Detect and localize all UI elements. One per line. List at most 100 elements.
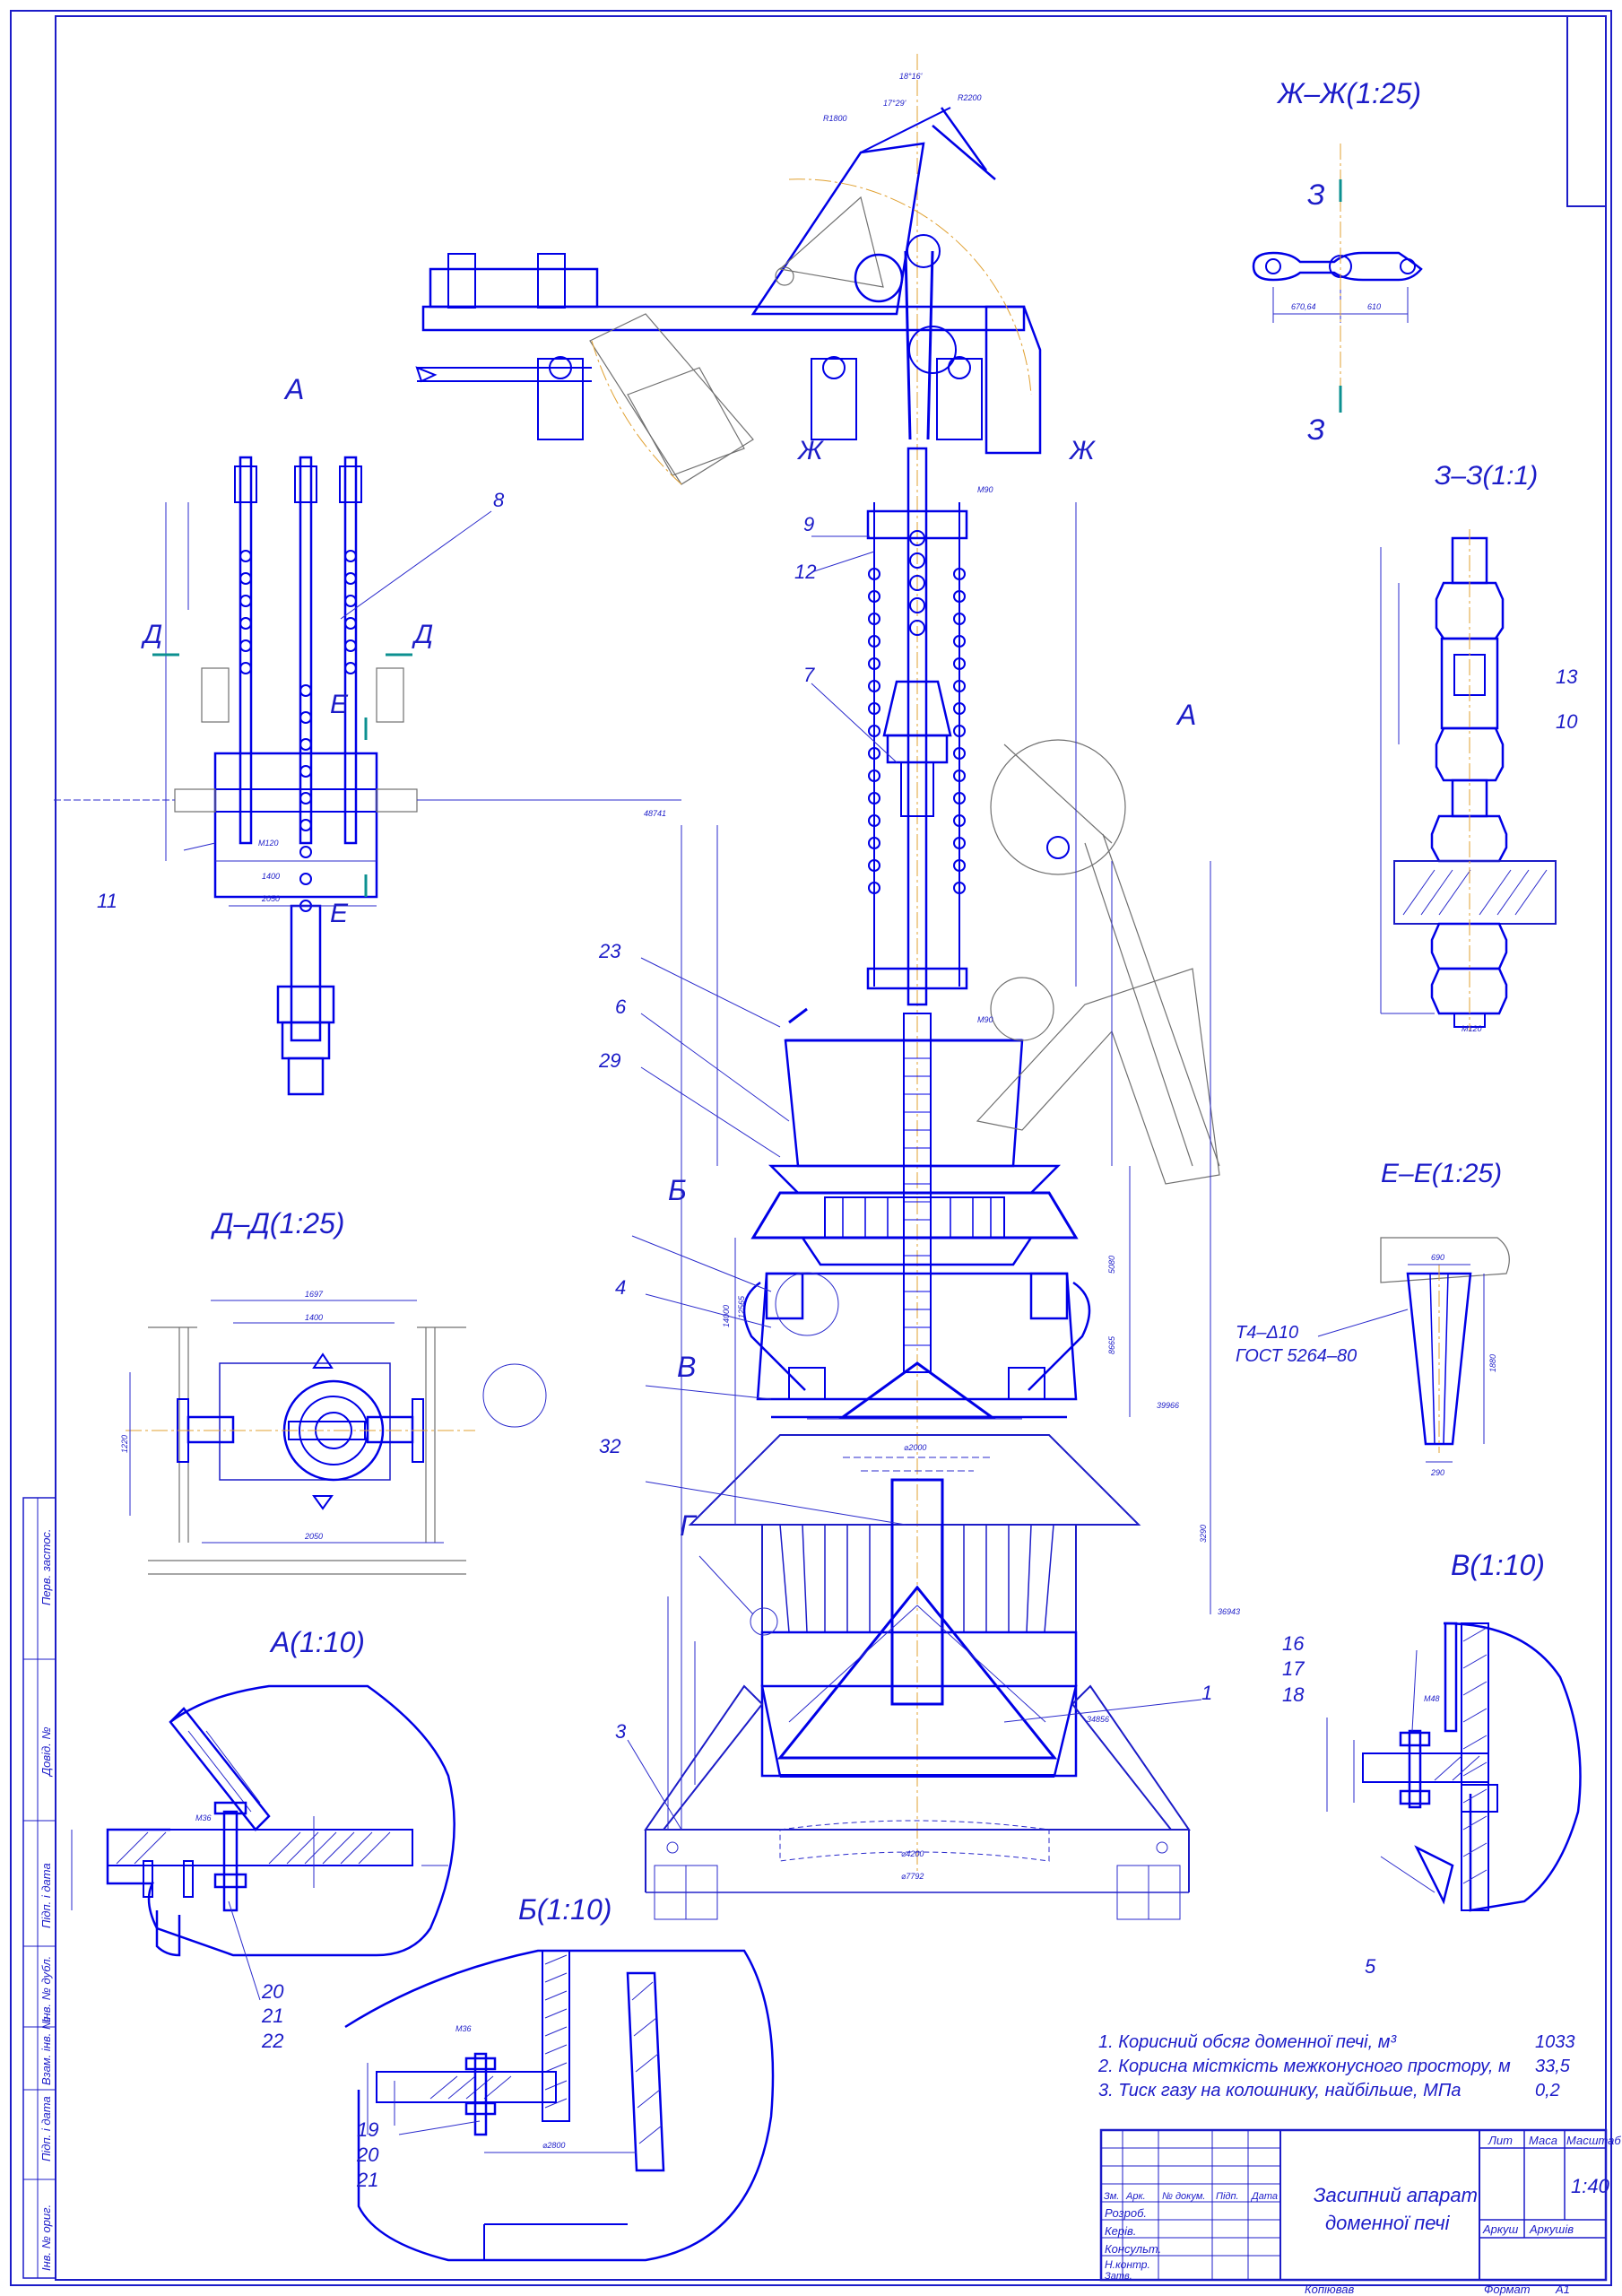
tb-col-lit: Лит [1488, 2134, 1513, 2147]
pos-7: 7 [803, 664, 815, 686]
tb-col-mass: Маса [1529, 2134, 1557, 2147]
tb-format: А1 [1555, 2283, 1570, 2296]
detail-v [1326, 1622, 1582, 1912]
section-d-d [126, 1300, 475, 1575]
mark-v: В [677, 1351, 696, 1383]
section-zh-zh [1252, 144, 1423, 413]
note-3-value: 0,2 [1535, 2081, 1560, 2100]
technical-notes: 1. Корисний обсяг доменної печі, м³ 1033… [1097, 2032, 1575, 2100]
sheet-border-outer [10, 10, 1612, 2286]
side-stamp-1: Перв. застос. [39, 1528, 53, 1605]
title-detail-a: А(1:10) [269, 1626, 365, 1658]
dim-lvl3: 36943 [1218, 1607, 1240, 1616]
pos-32: 32 [599, 1435, 620, 1457]
note-2-text: 2. Корисна місткість межконусного просто… [1097, 2057, 1511, 2076]
cut-z-bottom: З [1307, 413, 1325, 446]
dim-d7792: ⌀7792 [901, 1872, 924, 1881]
pos-11: 11 [97, 890, 117, 912]
pos-8: 8 [493, 489, 505, 511]
dim-angle2: 17°29' [883, 99, 906, 108]
tb-role-2: Керів. [1105, 2224, 1136, 2238]
tb-sheets: Аркушів [1529, 2222, 1574, 2236]
dim-r2200: R2200 [958, 93, 982, 102]
labels: Ж–Ж(1:25) З–З(1:1) А Д–Д(1:25) Е–Е(1:25)… [97, 72, 1578, 2191]
weld-note: Т4–Δ10 [1236, 1323, 1298, 1343]
mark-b: Б [668, 1174, 687, 1206]
side-stamp-6: Підп. і дата [39, 2096, 53, 2161]
dim-12565: 12565 [737, 1295, 746, 1318]
cut-a-arrow: А [1175, 699, 1196, 731]
corner-stamp [1566, 15, 1607, 207]
pos-12: 12 [794, 561, 816, 583]
title-block: Зм. Арк. № докум. Підп. Дата Розроб. Кер… [1099, 2128, 1621, 2296]
cut-d-left: Д [141, 620, 162, 649]
title-d-d: Д–Д(1:25) [211, 1207, 344, 1239]
pos-18: 18 [1282, 1683, 1305, 1706]
tb-title-1: Засипний апарат [1314, 2184, 1478, 2206]
pos-3: 3 [615, 1720, 627, 1743]
dim-top-angle: 18°16' [899, 72, 923, 81]
title-zh-zh: Ж–Ж(1:25) [1276, 77, 1421, 109]
note-2-value: 33,5 [1535, 2057, 1571, 2076]
title-view-a: А [283, 373, 304, 405]
side-stamp-3: Підп. і дата [39, 1863, 53, 1928]
title-e-e: Е–Е(1:25) [1381, 1159, 1502, 1188]
dim-m90a: M90 [977, 485, 993, 494]
section-z-z [1380, 529, 1557, 1031]
tb-sheet: Аркуш [1482, 2222, 1519, 2236]
cut-z-top: З [1307, 178, 1325, 211]
tb-title-2: доменної печі [1325, 2212, 1451, 2234]
cut-e-top: Е [330, 690, 349, 719]
pos-20b: 20 [261, 1980, 284, 2003]
side-stamp: Перв. застос. Довід. № Підп. і дата Інв.… [22, 1497, 56, 2279]
dim-1400b: 1400 [305, 1313, 323, 1322]
cut-zh-right: Ж [1068, 436, 1096, 465]
note-3-text: 3. Тиск газу на колошнику, найбільше, МП… [1098, 2081, 1461, 2100]
tb-row-zm: Зм. [1104, 2191, 1119, 2202]
mark-g: Г [680, 1509, 698, 1542]
dim-m120b: M120 [258, 839, 279, 848]
tb-col-scale: Масштаб [1566, 2134, 1621, 2147]
pos-9: 9 [803, 513, 814, 535]
gost-note: ГОСТ 5264–80 [1236, 1346, 1357, 1366]
tb-row-doc: № докум. [1162, 2191, 1205, 2202]
pos-29: 29 [598, 1049, 620, 1072]
pos-17: 17 [1282, 1657, 1305, 1680]
dim-lvl1: 48741 [644, 809, 666, 818]
side-stamp-5: Взам. інв. № [39, 2017, 53, 2085]
section-e-e [1317, 1237, 1510, 1463]
tb-row-sign: Підп. [1216, 2191, 1239, 2202]
cut-zh-left: Ж [796, 436, 824, 465]
title-z-z: З–З(1:1) [1435, 461, 1538, 491]
dim-3290: 3290 [1199, 1525, 1208, 1543]
dim-1220: 1220 [120, 1435, 129, 1453]
dim-d2800: ⌀2800 [542, 2141, 565, 2150]
dim-m48: M48 [1424, 1694, 1440, 1703]
cut-d-right: Д [412, 620, 433, 649]
tb-format-label: Формат [1484, 2283, 1531, 2296]
detail-b [344, 1949, 775, 2262]
tb-row-date: Дата [1250, 2191, 1278, 2202]
dim-690: 690 [1431, 1253, 1444, 1262]
tb-role-3: Консульт. [1105, 2242, 1161, 2256]
dim-1880: 1880 [1488, 1354, 1497, 1372]
dim-r1800: R1800 [823, 114, 847, 123]
pos-4: 4 [615, 1276, 626, 1299]
sheet-border-inner [55, 15, 1607, 2281]
pos-1: 1 [1201, 1682, 1212, 1704]
leaders [183, 510, 1436, 2135]
cut-e-bottom: Е [330, 899, 349, 928]
view-a [54, 456, 681, 1096]
dim-14000: 14000 [722, 1305, 731, 1327]
tb-copied: Копіював [1305, 2283, 1354, 2296]
dim-2050: 2050 [261, 894, 280, 903]
dim-290: 290 [1430, 1468, 1444, 1477]
dim-lvl4: 34856 [1087, 1715, 1109, 1724]
pos-22: 22 [261, 2030, 283, 2052]
dim-m90b: M90 [977, 1015, 993, 1024]
dim-lvl2: 39966 [1157, 1401, 1179, 1410]
pos-23: 23 [598, 940, 621, 962]
dim-m36b: M36 [455, 2024, 472, 2033]
side-stamp-4: Інв. № дубл. [39, 1956, 53, 2022]
